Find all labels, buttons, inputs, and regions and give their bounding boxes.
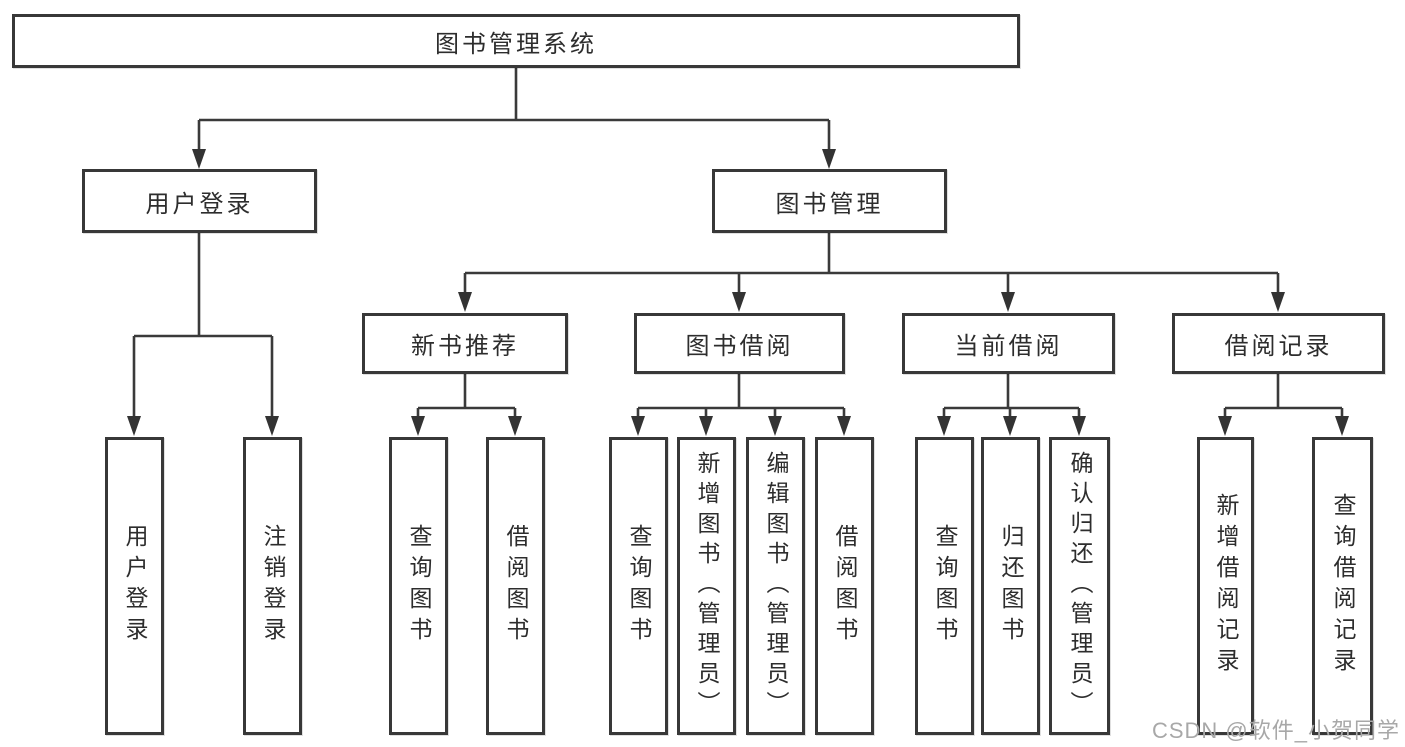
leaf-user-login: 用户登录 <box>105 437 164 735</box>
leaf-current-return-book: 归还图书 <box>981 437 1040 735</box>
leaf-borrowing-borrow-book: 借阅图书 <box>815 437 874 735</box>
leaf-record-add-borrow-record: 新增借阅记录 <box>1197 437 1254 735</box>
csdn-watermark: CSDN @软件_小贺同学 <box>1151 718 1400 743</box>
leaf-current-query-book: 查询图书 <box>915 437 974 735</box>
node-current-borrowing: 当前借阅 <box>902 313 1115 374</box>
node-book-management: 图书管理 <box>712 169 947 233</box>
leaf-borrowing-edit-book-admin: 编辑图书（管理员） <box>746 437 805 735</box>
leaf-borrowing-add-book-admin: 新增图书（管理员） <box>677 437 736 735</box>
leaf-current-confirm-return-admin: 确认归还（管理员） <box>1049 437 1110 735</box>
leaf-newbook-query-book: 查询图书 <box>389 437 448 735</box>
node-user-login: 用户登录 <box>82 169 317 233</box>
node-new-book-recommend: 新书推荐 <box>362 313 568 374</box>
leaf-newbook-borrow-book: 借阅图书 <box>486 437 545 735</box>
node-borrow-records: 借阅记录 <box>1172 313 1385 374</box>
node-book-borrowing: 图书借阅 <box>634 313 845 374</box>
leaf-record-query-borrow-record: 查询借阅记录 <box>1312 437 1373 735</box>
leaf-logout: 注销登录 <box>243 437 302 735</box>
node-library-management-system: 图书管理系统 <box>12 14 1020 68</box>
leaf-borrowing-query-book: 查询图书 <box>609 437 668 735</box>
